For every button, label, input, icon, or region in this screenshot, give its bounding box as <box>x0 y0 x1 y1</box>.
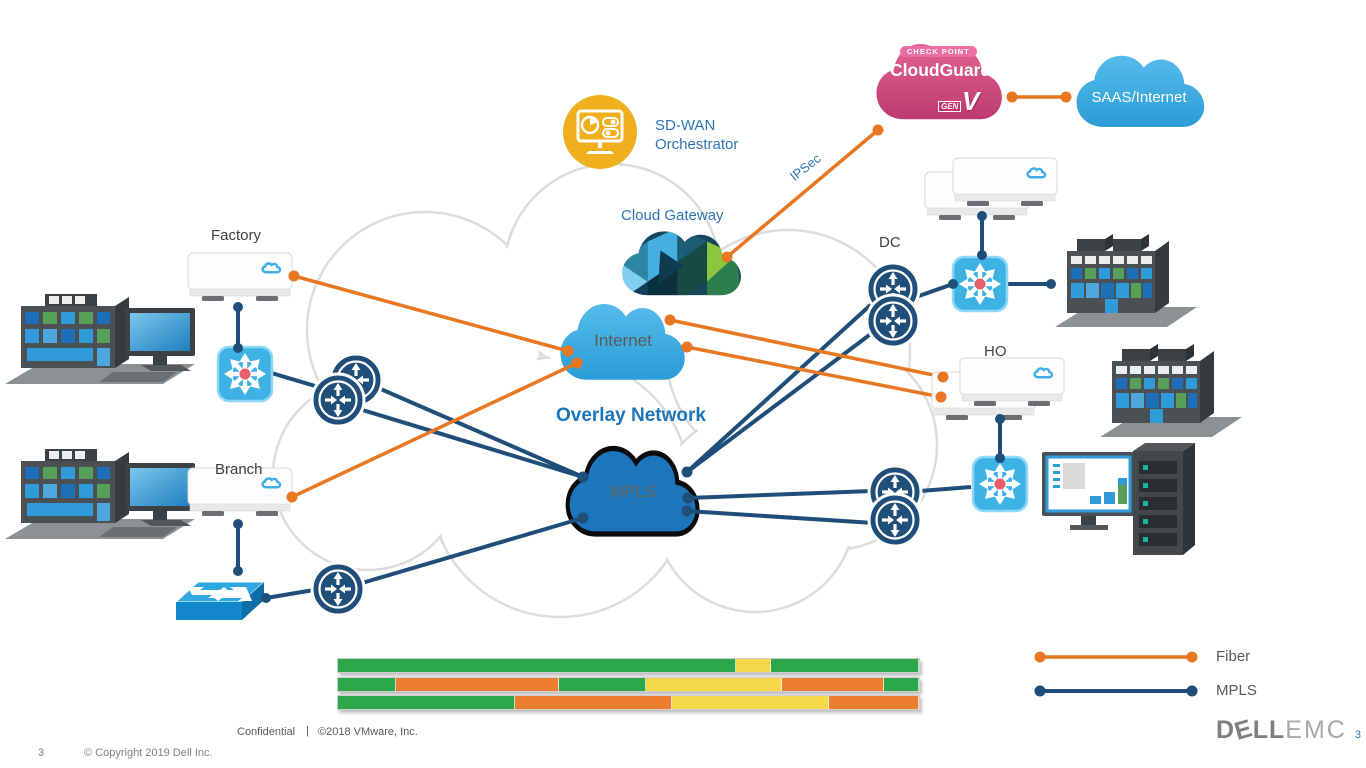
fiber-link-branch-internet <box>291 361 578 499</box>
cloud-gateway-icon <box>622 231 741 296</box>
ho-label: HO <box>984 343 1007 360</box>
sdwan-orchestrator-icon <box>563 95 637 169</box>
utilization-segment <box>828 696 919 709</box>
logo-page-number: 3 <box>1354 729 1362 741</box>
mpls-label: MPLS <box>609 482 657 501</box>
mpls-link-ho-switch-router <box>919 485 972 493</box>
utilization-segment <box>396 677 559 691</box>
utilization-segment <box>884 677 919 691</box>
dc-switch-icon <box>953 257 1007 311</box>
utilization-segment <box>672 696 829 709</box>
utilization-segment <box>645 677 783 691</box>
fiber-link-internet-ho-2 <box>686 345 942 399</box>
dc-router-2 <box>865 293 921 349</box>
branch-building <box>5 449 195 539</box>
factory-switch-icon <box>218 347 272 401</box>
utilization-segment <box>735 659 771 672</box>
internet-label: Internet <box>594 331 652 350</box>
dell-copyright: © Copyright 2019 Dell Inc. <box>84 747 213 759</box>
fiber-link-internet-ho-1 <box>669 318 944 379</box>
utilization-bar <box>337 676 920 692</box>
link-endpoint-dots <box>233 91 1072 603</box>
dell-emc-logo: DELLEMC 3 <box>1216 714 1362 746</box>
utilization-segment <box>558 677 646 691</box>
ho-monitor-chart <box>1040 450 1137 532</box>
dc-edge-appliance-front <box>953 158 1057 206</box>
ho-switch-icon <box>973 457 1027 511</box>
factory-building <box>5 294 195 384</box>
legend-mpls-label: MPLS <box>1216 682 1257 699</box>
checkpoint-brand-label: CHECK POINT <box>900 46 977 57</box>
factory-label: Factory <box>211 227 262 244</box>
mpls-links <box>236 216 1051 600</box>
utilization-segment <box>782 677 885 691</box>
mpls-link-dc-router-switch <box>915 282 954 299</box>
fiber-link-gateway-cloudguard-ipsec <box>725 128 880 259</box>
utilization-segment <box>338 677 397 691</box>
emc-text: EMC <box>1285 716 1347 744</box>
cloudguard-gen-label: GEN <box>938 101 962 112</box>
mpls-link-branch-router-mpls <box>361 516 584 585</box>
dell-d: D <box>1216 716 1236 744</box>
orchestrator-label: SD-WAN Orchestrator <box>655 117 739 153</box>
page-number: 3 <box>38 747 45 759</box>
dell-ll: LL <box>1252 716 1286 744</box>
branch-label: Branch <box>215 461 263 478</box>
factory-edge-appliance <box>188 253 292 301</box>
mpls-link-mpls-ho-router1 <box>687 489 873 500</box>
mpls-link-mpls-ho-router2 <box>686 509 875 525</box>
dc-office-building <box>1055 234 1197 327</box>
saas-internet-label: SAAS/Internet <box>1091 89 1187 106</box>
utilization-segment <box>338 696 516 709</box>
overlay-network-label: Overlay Network <box>556 405 706 426</box>
cloudguard-genv-mark: V <box>962 86 980 116</box>
legend-fiber-label: Fiber <box>1216 648 1251 665</box>
cloudguard-product-label: CloudGuard <box>890 60 992 80</box>
branch-switch-3d-icon <box>175 581 265 621</box>
vmware-copyright: ©2018 VMware, Inc. <box>318 726 418 738</box>
fiber-links <box>291 95 1066 499</box>
ho-office-building <box>1100 344 1242 437</box>
fiber-link-factory-internet <box>293 274 569 353</box>
utilization-bars <box>337 658 920 714</box>
ho-edge-appliance-front <box>960 358 1064 406</box>
mpls-link-factory-router1-mpls <box>375 385 584 479</box>
utilization-segment <box>770 659 919 672</box>
mpls-link-factory-router2-mpls <box>355 406 584 479</box>
utilization-segment <box>515 696 673 709</box>
utilization-bar <box>337 658 920 673</box>
dc-label: DC <box>879 234 901 251</box>
utilization-segment <box>338 659 736 672</box>
legend-lines <box>1034 651 1198 697</box>
mpls-link-branch-switch-router <box>265 588 315 600</box>
utilization-bar <box>337 695 920 710</box>
mpls-link-mpls-dc-router1 <box>685 298 878 474</box>
ho-router-2 <box>867 492 923 548</box>
cloud-gateway-label: Cloud Gateway <box>621 207 724 224</box>
footer-divider: | <box>306 725 309 737</box>
confidential-label: Confidential <box>237 726 296 738</box>
overlay-network-cloud <box>271 162 939 619</box>
mpls-link-mpls-dc-router2 <box>685 325 882 474</box>
factory-router-2 <box>310 372 366 428</box>
ho-server-rack <box>1133 443 1195 555</box>
branch-router <box>310 561 366 617</box>
